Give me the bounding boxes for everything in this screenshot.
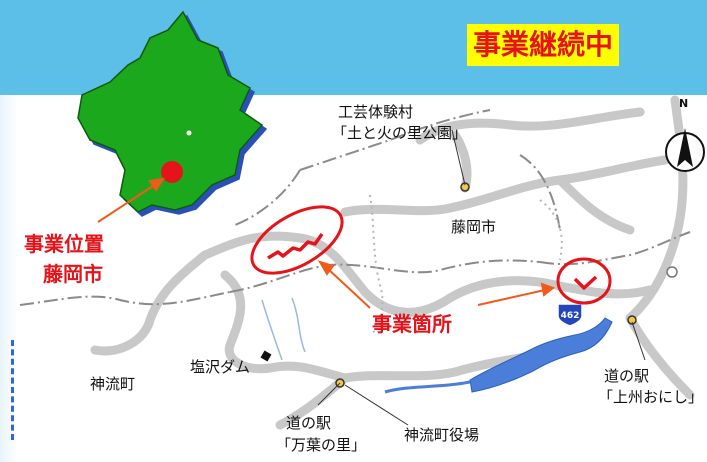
project-location-dot [161, 161, 183, 183]
dashed-border [2, 340, 14, 440]
status-badge: 事業継続中 [467, 24, 620, 66]
north-label: N [679, 97, 689, 110]
streams [261, 297, 306, 361]
prefecture-boundary [369, 194, 563, 336]
city-center-dot [186, 130, 192, 136]
place-joshu-onishi: 「上州おにし」 [598, 388, 704, 406]
leader-lines [317, 129, 646, 426]
project-site-1-ring [250, 205, 344, 275]
place-kogei-park: 「土と火の里公園」 [332, 124, 468, 142]
place-fujioka: 藤岡市 [451, 218, 497, 236]
route-462-label: 462 [561, 311, 580, 321]
place-shiozawa-dam: 塩沢ダム [190, 358, 251, 376]
project-arrows [317, 260, 556, 309]
north-arrow [665, 128, 705, 172]
poi-junction-marker [666, 266, 678, 278]
road-network [90, 95, 695, 430]
project-label: 事業箇所 [372, 312, 452, 336]
inset-title: 事業位置 [24, 232, 104, 256]
fujioka-region [77, 10, 264, 213]
inset-city: 藤岡市 [43, 262, 103, 286]
place-kogei: 工芸体験村 [338, 103, 414, 121]
route-462-shield: 462 [557, 303, 583, 327]
reservoir [469, 317, 613, 393]
poi-onishi-marker [627, 315, 637, 325]
dam-marker [260, 350, 272, 362]
river [384, 380, 471, 394]
place-michi-no-eki-2: 道の駅 [604, 367, 650, 385]
place-michi-no-eki-1: 道の駅 [286, 414, 332, 432]
project-site-2-ring [556, 257, 612, 305]
inset-arrow [97, 177, 166, 223]
project-site-2-route [573, 275, 598, 290]
fujioka-inset-map [77, 10, 264, 223]
place-kanna-office: 神流町役場 [404, 426, 480, 444]
place-kanna-town: 神流町 [90, 375, 136, 393]
project-site-1-route [267, 232, 324, 260]
place-manyo: 「万葉の里」 [276, 436, 367, 454]
